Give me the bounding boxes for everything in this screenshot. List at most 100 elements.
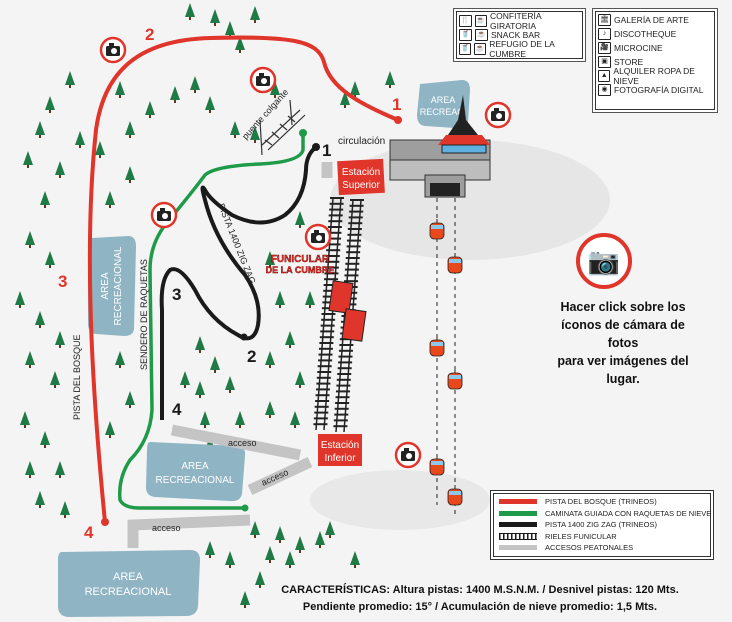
tree-icon <box>45 251 55 268</box>
tree-icon <box>265 251 275 268</box>
services-legend: 🍴☕CONFITERÍA GIRATORIA 🥤☕SNACK BAR 🥤☕REF… <box>453 8 586 62</box>
svg-text:Inferior: Inferior <box>324 453 356 464</box>
area-recreac-top[interactable]: AREA RECREAC. <box>417 80 470 128</box>
tree-icon <box>210 356 220 373</box>
tree-icon <box>25 231 35 248</box>
route-end-dot <box>240 333 248 341</box>
area-label: AREA <box>113 571 144 583</box>
area-label: AREA <box>100 272 111 300</box>
tree-icon <box>195 336 205 353</box>
area-label: RECREACIONAL <box>156 475 235 486</box>
photo-camera-icon[interactable] <box>484 101 512 129</box>
photo-camera-icon[interactable] <box>304 223 332 251</box>
legend-label: SNACK BAR <box>491 30 541 40</box>
legend-item: 🍴☕CONFITERÍA GIRATORIA <box>459 11 585 31</box>
tree-icon <box>315 531 325 548</box>
tree-icon <box>95 141 105 158</box>
legend-item: ▣STORE <box>598 56 717 68</box>
gondola-cabin-icon <box>429 219 445 240</box>
tree-icon <box>15 291 25 308</box>
photo-camera-icon[interactable] <box>150 201 178 229</box>
bridge-label: puente colgante <box>240 87 290 141</box>
legend-label: REFUGIO DE LA CUMBRE <box>489 39 555 59</box>
circulation-label: circulación <box>338 136 385 147</box>
legend-label: ALQUILER ROPA DE NIEVE <box>613 66 695 86</box>
tree-icon <box>250 521 260 538</box>
gondola-cabin-icon <box>429 336 445 357</box>
route-caminata-raquetas[interactable] <box>117 133 305 510</box>
route-pista-zigzag[interactable] <box>159 145 318 420</box>
legend-item: ACCESOS PEATONALES <box>499 543 713 553</box>
tree-icon <box>305 291 315 308</box>
area-recreacional-mid[interactable]: AREA RECREACIONAL <box>146 442 246 502</box>
area-recreacional-bottom[interactable]: AREA RECREACIONAL <box>58 550 200 617</box>
disco-icon: ♪ <box>598 28 611 40</box>
facilities-legend: 🏛GALERÍA DE ARTE ♪DISCOTHEQUE 🎥MICROCINE… <box>592 8 718 113</box>
route-marker: 4 <box>172 400 182 419</box>
svg-text:FUNICULAR: FUNICULAR <box>271 254 330 265</box>
tree-icon <box>290 411 300 428</box>
tree-icon <box>210 9 220 26</box>
tree-icon <box>205 541 215 558</box>
legend-item: ♪DISCOTHEQUE <box>598 28 717 40</box>
funicular-cars[interactable] <box>328 280 367 342</box>
characteristics-line: CARACTERÍSTICAS: Altura pistas: 1400 M.S… <box>281 584 679 596</box>
area-label: RECREACIONAL <box>85 586 172 598</box>
estacion-inferior[interactable]: Estación Inferior <box>318 434 362 466</box>
area-recreacional-left[interactable]: AREA RECREACIONAL <box>88 236 136 336</box>
route-label: SENDERO DE RAQUETAS <box>139 259 149 370</box>
tree-icon <box>270 81 280 98</box>
red-swatch <box>499 499 537 504</box>
black-swatch <box>499 522 537 527</box>
tree-icon <box>20 411 30 428</box>
tree-icon <box>385 71 395 88</box>
tree-icon <box>235 36 245 53</box>
tree-icon <box>185 3 195 20</box>
estacion-superior[interactable]: Estación Superior <box>337 158 385 196</box>
legend-label: MICROCINE <box>614 43 663 53</box>
tree-icon <box>65 71 75 88</box>
info-line: para ver imágenes del lugar. <box>557 354 689 386</box>
route-marker: 2 <box>145 25 154 44</box>
route-end-dot <box>241 504 249 512</box>
film-camera-icon: 🎥 <box>598 42 611 54</box>
legend-item: 🎥MICROCINE <box>598 42 717 54</box>
tree-icon <box>115 81 125 98</box>
photo-camera-icon[interactable] <box>394 441 422 469</box>
tree-icon <box>55 331 65 348</box>
tree-icon <box>40 191 50 208</box>
photo-camera-icon[interactable] <box>99 36 127 64</box>
tree-icon <box>350 551 360 568</box>
svg-text:DE LA CUMBRE: DE LA CUMBRE <box>266 265 335 275</box>
tree-icon <box>55 461 65 478</box>
tree-icon <box>55 161 65 178</box>
tree-icon <box>285 551 295 568</box>
legend-item: CAMINATA GUIADA CON RAQUETAS DE NIEVE <box>499 508 713 518</box>
tree-icon <box>295 211 305 228</box>
route-marker: 4 <box>84 523 94 542</box>
route-pista-del-bosque[interactable] <box>87 35 399 523</box>
green-swatch <box>499 510 537 516</box>
legend-label: STORE <box>614 57 644 67</box>
big-camera-icon[interactable]: 📷 <box>576 233 632 289</box>
tree-icon <box>180 371 190 388</box>
gondola-cabin-icon <box>447 369 463 390</box>
tree-icon <box>25 351 35 368</box>
route-label: PISTA DEL BOSQUE <box>72 334 82 420</box>
suspension-bridge[interactable] <box>259 99 306 156</box>
snack-icon: 🥤 <box>459 29 472 41</box>
coffee-icon: ☕ <box>474 15 488 27</box>
pedestrian-access <box>127 162 333 548</box>
tree-icon <box>250 6 260 23</box>
info-line: Hacer click sobre los <box>560 300 686 314</box>
tree-icon <box>265 546 275 563</box>
tree-icon <box>190 76 200 93</box>
legend-label: RIELES FUNICULAR <box>545 531 617 541</box>
tree-icon <box>200 411 210 428</box>
tree-icon <box>105 191 115 208</box>
route-end-dot <box>394 116 402 124</box>
legend-label: CAMINATA GUIADA CON RAQUETAS DE NIEVE <box>545 508 712 518</box>
photo-camera-icon[interactable] <box>249 66 277 94</box>
coffee-icon: ☕ <box>475 29 488 41</box>
tree-icon <box>240 591 250 608</box>
